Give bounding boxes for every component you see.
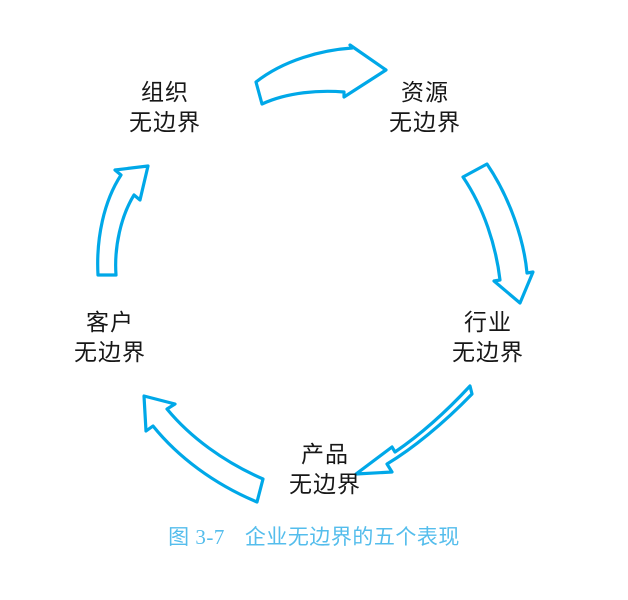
node-label-industry-line1: 行业 bbox=[464, 310, 512, 335]
node-label-organization-line2: 无边界 bbox=[129, 110, 201, 135]
figure-caption-number: 图 3-7 bbox=[168, 525, 225, 549]
figure-caption-title: 企业无边界的五个表现 bbox=[244, 525, 460, 549]
arrow-resource-to-industry bbox=[461, 162, 535, 305]
node-label-customer: 客户 无边界 bbox=[40, 308, 180, 368]
node-label-organization-line1: 组织 bbox=[141, 80, 189, 105]
node-label-resource: 资源 无边界 bbox=[355, 78, 495, 138]
node-label-resource-line1: 资源 bbox=[401, 80, 449, 105]
node-label-product: 产品 无边界 bbox=[255, 440, 395, 500]
node-label-customer-line2: 无边界 bbox=[74, 340, 146, 365]
node-label-industry-line2: 无边界 bbox=[452, 340, 524, 365]
node-label-industry: 行业 无边界 bbox=[418, 308, 558, 368]
node-label-customer-line1: 客户 bbox=[86, 310, 134, 335]
figure-caption: 图 3-7 企业无边界的五个表现 bbox=[0, 522, 628, 552]
node-label-product-line2: 无边界 bbox=[289, 472, 361, 497]
arrow-customer-to-organization bbox=[96, 164, 150, 277]
arrow-industry-to-product bbox=[354, 384, 474, 476]
node-label-resource-line2: 无边界 bbox=[389, 110, 461, 135]
arrow-product-to-customer bbox=[142, 394, 265, 504]
node-label-organization: 组织 无边界 bbox=[95, 78, 235, 138]
arrow-organization-to-resource bbox=[254, 43, 388, 106]
node-label-product-line1: 产品 bbox=[301, 442, 349, 467]
